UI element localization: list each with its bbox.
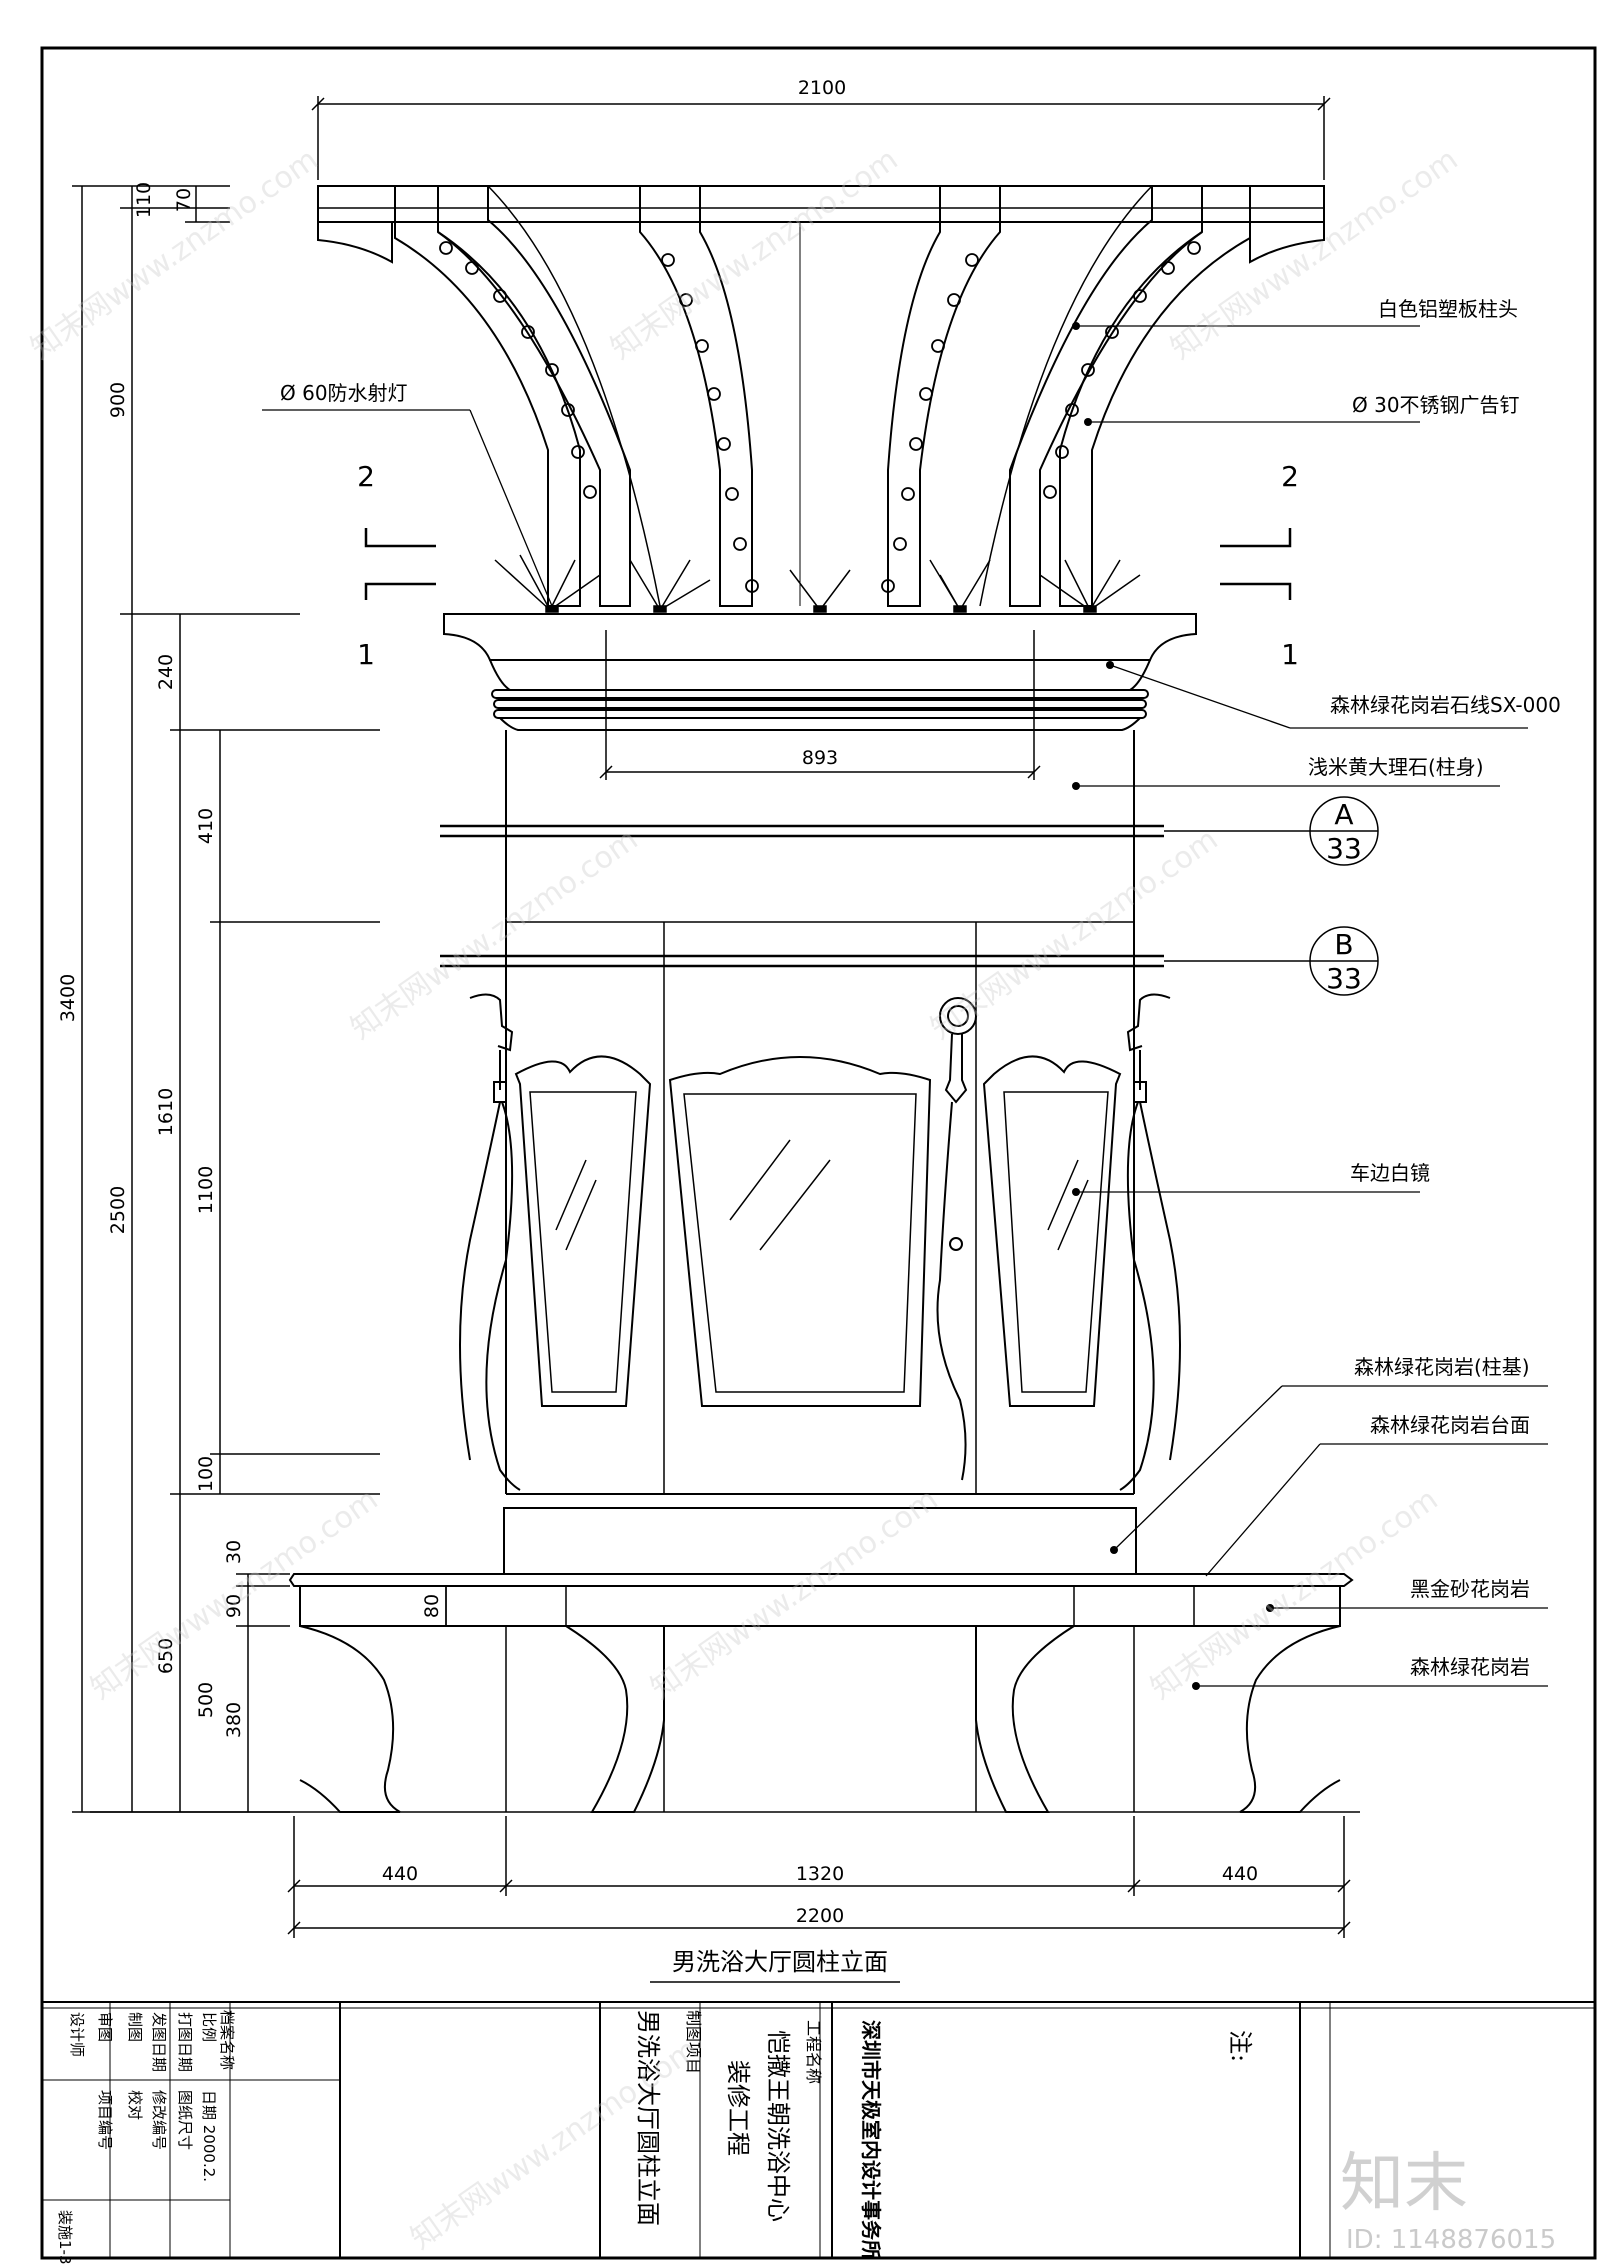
tb-project-name-2: 装修工程	[724, 2060, 752, 2156]
dim-left-440: 440	[382, 1863, 418, 1885]
dim-70: 70	[173, 188, 195, 212]
tb-revision: 修改编号	[150, 2090, 168, 2150]
mirrors	[514, 1055, 1122, 1407]
dim-right-440: 440	[1222, 1863, 1258, 1885]
dim-1100: 1100	[195, 1166, 217, 1214]
dim-410: 410	[195, 808, 217, 844]
dimension-lines	[72, 96, 1379, 1938]
dim-30: 30	[223, 1540, 245, 1564]
tb-firm: 深圳市天极室内设计事务所	[859, 2020, 883, 2260]
detail-b-sheet: 33	[1326, 962, 1362, 995]
section-1-right: 1	[1281, 638, 1299, 671]
label-capital: 白色铝塑板柱头	[1378, 297, 1518, 321]
tb-date: 日期 2000.2.	[200, 2090, 218, 2182]
label-counter-leg: 森林绿花岗岩	[1410, 1655, 1530, 1679]
watermarks: 知末网www.znzmo.com 知末网www.znzmo.com 知末网www…	[25, 142, 1465, 2257]
tb-sheet-no: 装施1-31	[56, 2210, 74, 2265]
dim-100: 100	[195, 1456, 217, 1492]
tb-scale: 比例	[200, 2012, 218, 2042]
watermark-text: 知末网www.znzmo.com	[1165, 142, 1465, 367]
dim-2200: 2200	[796, 1905, 844, 1927]
watermark-text: 知末网www.znzmo.com	[645, 1482, 945, 1707]
tb-project-no: 项目编号	[96, 2090, 114, 2150]
dim-900: 900	[107, 382, 129, 418]
dim-500: 500	[195, 1682, 217, 1718]
tb-drawing-label: 制图项目	[684, 2010, 703, 2074]
tb-project-label: 工程名称	[804, 2020, 823, 2084]
tb-drawing-name: 男洗浴大厅圆柱立面	[634, 2010, 662, 2226]
tb-archive: 档案名称	[218, 2010, 236, 2070]
tb-sheet-size: 图纸尺寸	[176, 2090, 194, 2150]
stone-cornice	[443, 613, 1197, 731]
leader-lines	[262, 325, 1548, 1687]
dim-893: 893	[802, 747, 838, 769]
dim-1320: 1320	[796, 1863, 844, 1885]
watermark-text: 知末网www.znzmo.com	[85, 1482, 385, 1707]
watermark-text: 知末网www.znzmo.com	[345, 822, 645, 1047]
title-block-text: 注: 深圳市天极室内设计事务所 工程名称 恺撒王朝洗浴中心 装修工程 制图项目 …	[56, 2010, 1254, 2265]
tb-publish-date: 发图日期	[150, 2012, 168, 2072]
detail-b-letter: B	[1334, 928, 1353, 961]
dim-1610: 1610	[155, 1088, 177, 1136]
tb-checker: 校对	[126, 2090, 144, 2120]
detail-a-letter: A	[1334, 798, 1353, 831]
dim-90: 90	[223, 1594, 245, 1618]
tb-note-label: 注:	[1226, 2030, 1254, 2062]
stainless-nails	[439, 241, 1201, 593]
dim-650: 650	[155, 1638, 177, 1674]
tb-designer: 设计师	[68, 2012, 86, 2057]
column-shaft	[440, 730, 1164, 1495]
counter	[90, 1507, 1360, 1813]
label-counter-edge: 黑金砂花岗岩	[1410, 1577, 1530, 1601]
label-plinth: 森林绿花岗岩(柱基)	[1354, 1355, 1530, 1379]
spotlights	[494, 554, 1141, 613]
label-spotlight: Ø 60防水射灯	[280, 381, 408, 405]
section-2-right: 2	[1281, 460, 1299, 493]
section-1-left: 1	[357, 638, 375, 671]
label-nail: Ø 30不锈钢广告钉	[1352, 393, 1520, 417]
column-capital	[317, 185, 1325, 607]
tb-print-date: 打图日期	[176, 2012, 194, 2072]
dim-2500: 2500	[107, 1186, 129, 1234]
watermark-text: 知末网www.znzmo.com	[925, 822, 1225, 1047]
label-counter-top: 森林绿花岗岩台面	[1370, 1413, 1530, 1437]
tb-project-name: 恺撒王朝洗浴中心	[764, 2030, 792, 2222]
label-mirror: 车边白镜	[1350, 1161, 1430, 1185]
drawing-title: 男洗浴大厅圆柱立面	[672, 1948, 888, 1976]
shower-fixtures	[459, 993, 1181, 1491]
dim-3400: 3400	[57, 974, 79, 1022]
dim-380: 380	[223, 1702, 245, 1738]
label-stone-line: 森林绿花岗岩石线SX-000	[1330, 693, 1561, 717]
watermark-text: 知末网www.znzmo.com	[605, 142, 905, 367]
tb-reviewer: 审图	[96, 2012, 114, 2042]
dim-110: 110	[133, 182, 155, 218]
watermark-text: 知末网www.znzmo.com	[1145, 1482, 1445, 1707]
watermark-id: ID: 1148876015	[1346, 2225, 1556, 2255]
label-shaft: 浅米黄大理石(柱身)	[1308, 755, 1484, 779]
sheet-border	[40, 46, 1597, 2260]
dim-80: 80	[421, 1594, 443, 1618]
watermark-logo: 知末	[1340, 2147, 1468, 2221]
dim-top-width: 2100	[798, 77, 846, 99]
tb-drafter: 制图	[126, 2012, 144, 2042]
title-block	[42, 2001, 1595, 2258]
detail-a-sheet: 33	[1326, 832, 1362, 865]
leader-dots	[1072, 322, 1274, 1690]
dim-240: 240	[155, 654, 177, 690]
watermark-text: 知末网www.znzmo.com	[25, 142, 325, 367]
section-2-left: 2	[357, 460, 375, 493]
